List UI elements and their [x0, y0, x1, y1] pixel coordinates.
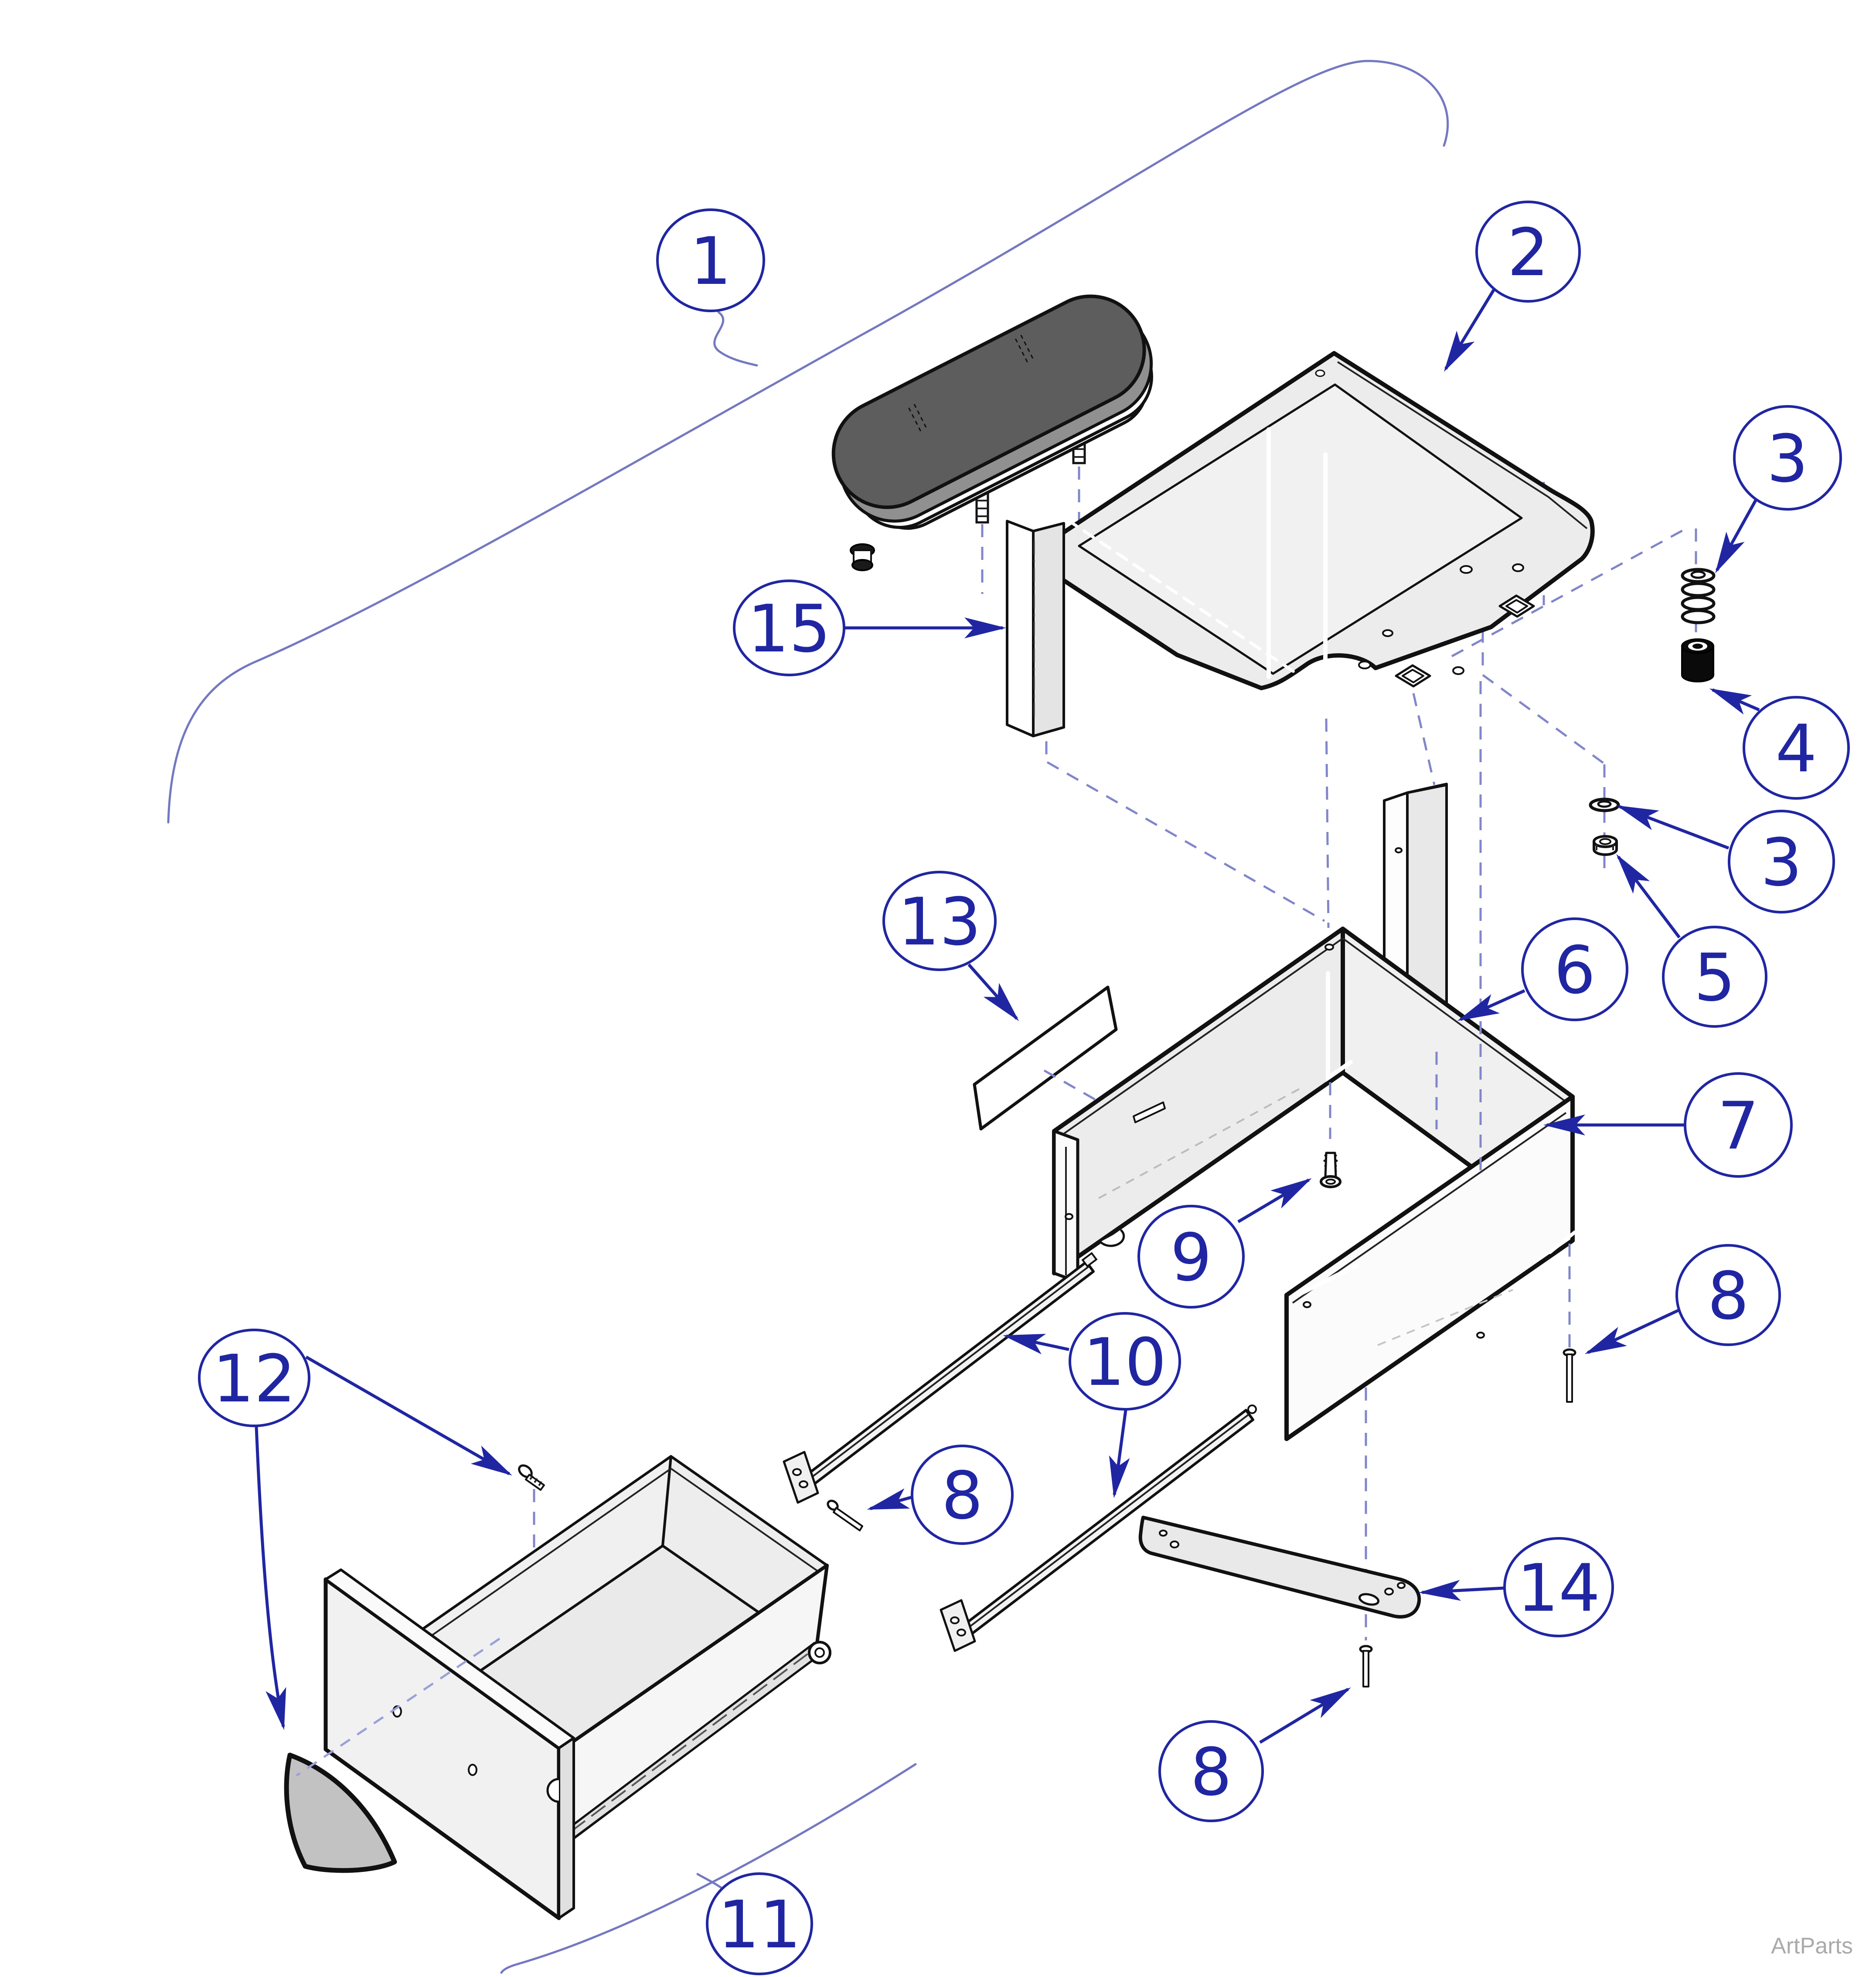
callout-15: 15: [733, 579, 845, 676]
callout-8: 8: [911, 1445, 1014, 1545]
callout-8: 8: [1675, 1244, 1781, 1346]
callout-7: 7: [1684, 1072, 1793, 1178]
callout-3: 3: [1733, 405, 1842, 511]
assembly-group-leader: [167, 60, 1449, 824]
callout-4-circle: [1743, 696, 1850, 800]
callout-5-number: 5: [1694, 940, 1735, 1016]
callout-14-circle: [1503, 1537, 1614, 1637]
callout-3-number: 3: [1760, 825, 1802, 901]
part-armrest-post: [1006, 520, 1065, 737]
part-trim: [284, 1752, 397, 1873]
alignment-lines-back: [533, 448, 1697, 1640]
callout-12-number: 12: [213, 1341, 296, 1417]
callout-3-circle: [1733, 405, 1842, 511]
callout-11: 11: [706, 1872, 813, 1975]
part-armrest-pad: [831, 294, 1153, 571]
part-mounting-plate: [1138, 1516, 1421, 1619]
callout-4-number: 4: [1775, 711, 1817, 787]
callout-15-circle: [733, 579, 845, 676]
callout-2-circle: [1475, 201, 1581, 303]
callout-10-number: 10: [1083, 1325, 1167, 1401]
callout-6: 6: [1521, 917, 1628, 1021]
part-washer-nut: [1589, 798, 1620, 856]
drawer-group-leader: [500, 1763, 917, 1974]
callout-5-circle: [1662, 926, 1767, 1028]
callout-8-number: 8: [1190, 1735, 1232, 1810]
part-pin-8-mid: [827, 1500, 863, 1531]
callout-9: 9: [1137, 1205, 1245, 1309]
callout-12-circle: [198, 1329, 310, 1427]
callout-3: 3: [1728, 810, 1835, 914]
callout-15-number: 15: [748, 591, 831, 667]
callout-2-number: 2: [1507, 215, 1549, 291]
callout-arrows: [255, 288, 1760, 1744]
callout-1-circle: [656, 208, 765, 312]
callout-8-circle: [1158, 1720, 1264, 1822]
part-slide-rails: [783, 1252, 1257, 1652]
callout-4: 4: [1743, 696, 1850, 800]
callout-13: 13: [882, 871, 997, 971]
part-screw-9: [1320, 1152, 1341, 1188]
callout-10: 10: [1069, 1312, 1181, 1411]
part-pin-8-right: [1563, 1348, 1576, 1403]
callout-8-circle: [911, 1445, 1014, 1545]
part-drawer: [323, 1455, 831, 1920]
callout-5: 5: [1662, 926, 1767, 1028]
part-rubber-bumper: [1681, 638, 1714, 682]
callout-3-circle: [1728, 810, 1835, 914]
callout-1-number: 1: [690, 224, 731, 300]
callout-14: 14: [1503, 1537, 1614, 1637]
callout-8-circle: [1675, 1244, 1781, 1346]
callout-8-number: 8: [1707, 1258, 1749, 1334]
callout-8-number: 8: [941, 1458, 983, 1534]
callout-9-circle: [1137, 1205, 1245, 1309]
callout-6-circle: [1521, 917, 1628, 1021]
drawer-alignment-line: [296, 1637, 500, 1777]
part-pin-8-bottom: [1359, 1645, 1373, 1687]
callout-6-number: 6: [1554, 933, 1595, 1009]
callout-10-circle: [1069, 1312, 1181, 1411]
callout-8: 8: [1158, 1720, 1264, 1822]
callout-2: 2: [1475, 201, 1581, 303]
callout-11-number: 11: [718, 1887, 801, 1963]
callout-12: 12: [198, 1329, 310, 1427]
callout-13-number: 13: [898, 884, 981, 960]
part-screw-12: [518, 1464, 545, 1491]
callout-7-number: 7: [1717, 1088, 1759, 1164]
part-tray: [1043, 351, 1595, 690]
part-label: [973, 985, 1187, 1152]
callout-1-leader: [713, 311, 758, 367]
callout-11-circle: [706, 1872, 813, 1975]
part-housing: [1052, 927, 1576, 1441]
alignment-lines-mid: [1329, 681, 1571, 1348]
callout-1: 1: [656, 208, 765, 312]
callout-14-number: 14: [1517, 1551, 1600, 1626]
part-washer-stack: [1681, 568, 1716, 624]
callout-13-circle: [882, 871, 997, 971]
watermark: ArtParts: [1771, 1933, 1853, 1959]
callout-9-number: 9: [1170, 1220, 1212, 1296]
callout-3-number: 3: [1767, 421, 1808, 497]
callout-7-circle: [1684, 1072, 1793, 1178]
